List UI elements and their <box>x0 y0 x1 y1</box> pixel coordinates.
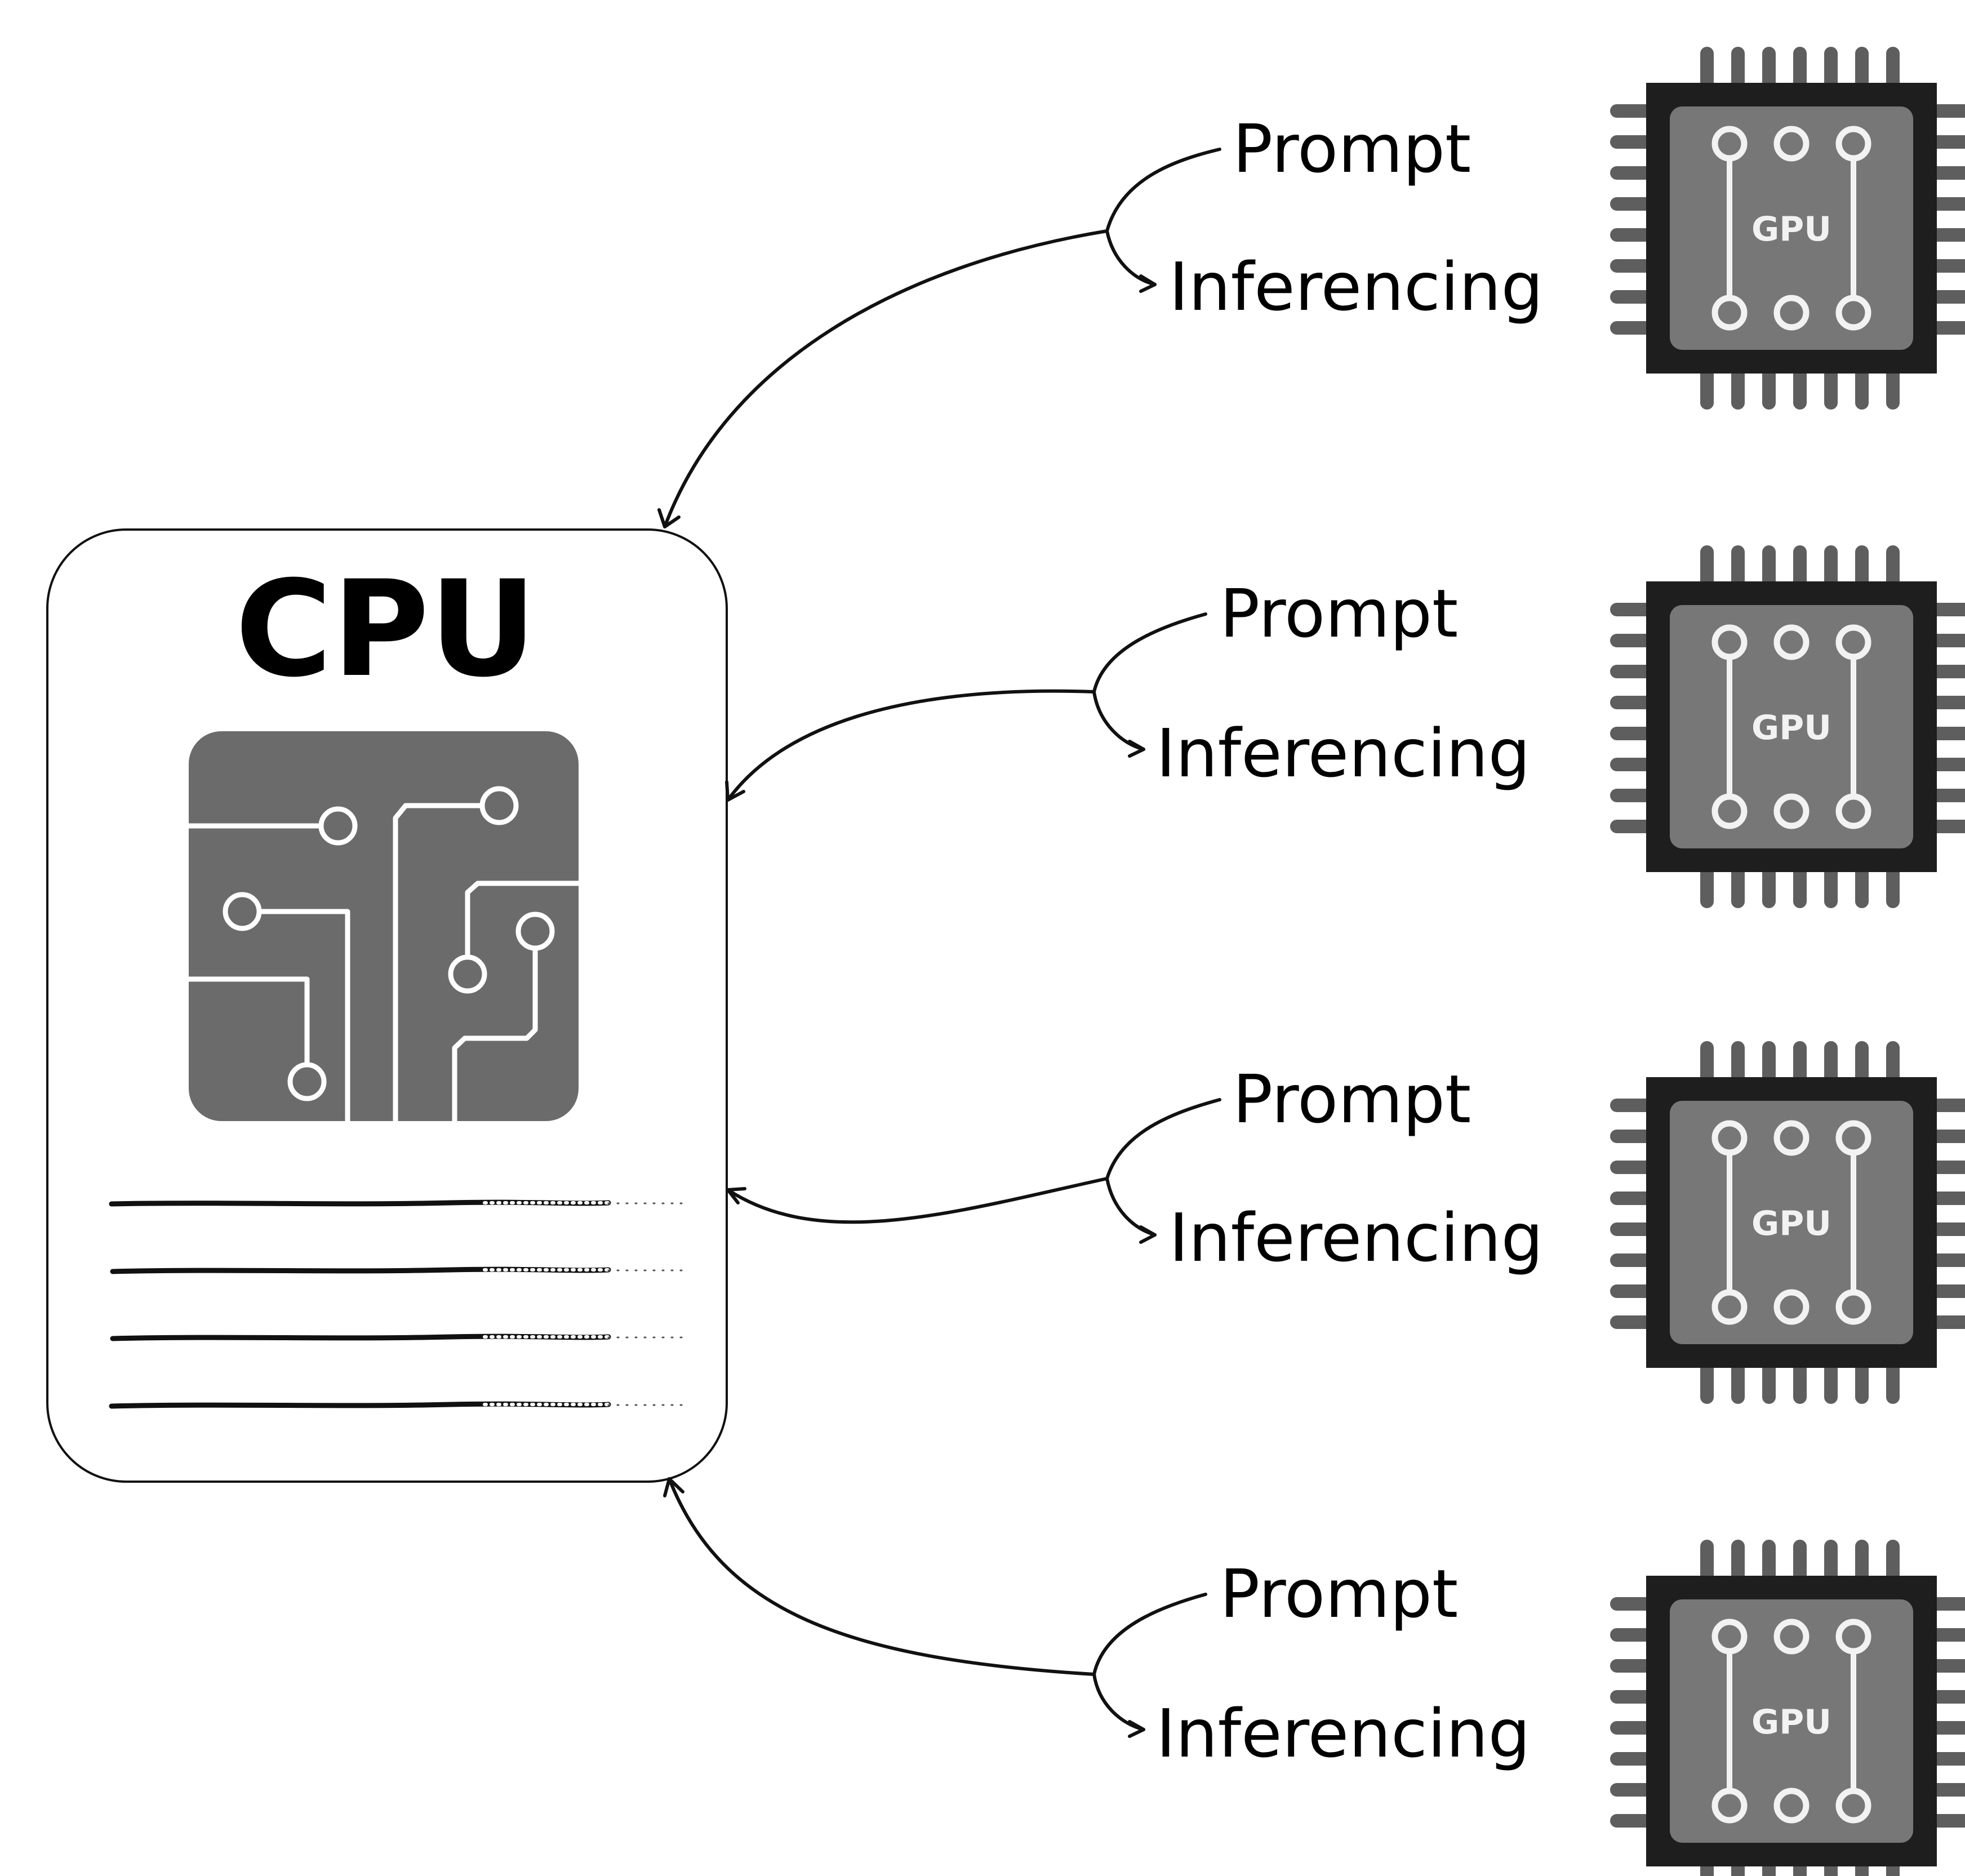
arrowhead-icon <box>657 508 681 528</box>
gpu-chip-1: GPU <box>1617 54 1965 403</box>
inferencing-label: Inferencing <box>1156 1695 1530 1772</box>
flow-2: Prompt Inferencing <box>725 575 1530 802</box>
gpu-label: GPU <box>1751 210 1831 249</box>
arrowhead-icon <box>1139 1225 1157 1244</box>
prompt-label: Prompt <box>1233 110 1471 188</box>
return-arrow <box>668 1477 1096 1676</box>
cpu-title: CPU <box>235 553 537 706</box>
inferencing-label: Inferencing <box>1169 1199 1543 1277</box>
return-arrow <box>726 689 1096 802</box>
prompt-label: Prompt <box>1233 1060 1471 1138</box>
return-arrow <box>726 1177 1109 1224</box>
prompt-label: Prompt <box>1220 575 1458 652</box>
gpu-label: GPU <box>1751 1702 1831 1742</box>
gpu-label: GPU <box>1751 708 1831 748</box>
cpu-box: CPU <box>46 528 728 1483</box>
inferencing-label: Inferencing <box>1156 714 1530 792</box>
gpu-label: GPU <box>1751 1204 1831 1243</box>
prompt-curve <box>1105 148 1221 286</box>
prompt-label: Prompt <box>1220 1555 1458 1633</box>
arrowhead-icon <box>725 780 745 802</box>
flow-4: Prompt Inferencing <box>663 1477 1530 1772</box>
arrowhead-icon <box>663 1477 684 1497</box>
prompt-curve <box>1092 612 1207 751</box>
gpu-chip-2: GPU <box>1617 552 1965 901</box>
cpu-circuit-icon <box>189 731 579 1121</box>
flow-3: Prompt Inferencing <box>726 1060 1543 1277</box>
inferencing-label: Inferencing <box>1169 248 1543 326</box>
cpu-text-lines <box>109 1199 683 1409</box>
arrowhead-icon <box>1128 740 1145 758</box>
return-arrow <box>663 229 1109 528</box>
gpu-chip-4: GPU <box>1617 1546 1965 1876</box>
gpu-chip-3: GPU <box>1617 1048 1965 1397</box>
flow-1: Prompt Inferencing <box>657 110 1543 528</box>
prompt-curve <box>1105 1098 1221 1237</box>
arrowhead-icon <box>726 1187 746 1204</box>
prompt-curve <box>1092 1593 1207 1731</box>
arrowhead-icon <box>1139 274 1157 293</box>
arrowhead-icon <box>1128 1720 1145 1738</box>
